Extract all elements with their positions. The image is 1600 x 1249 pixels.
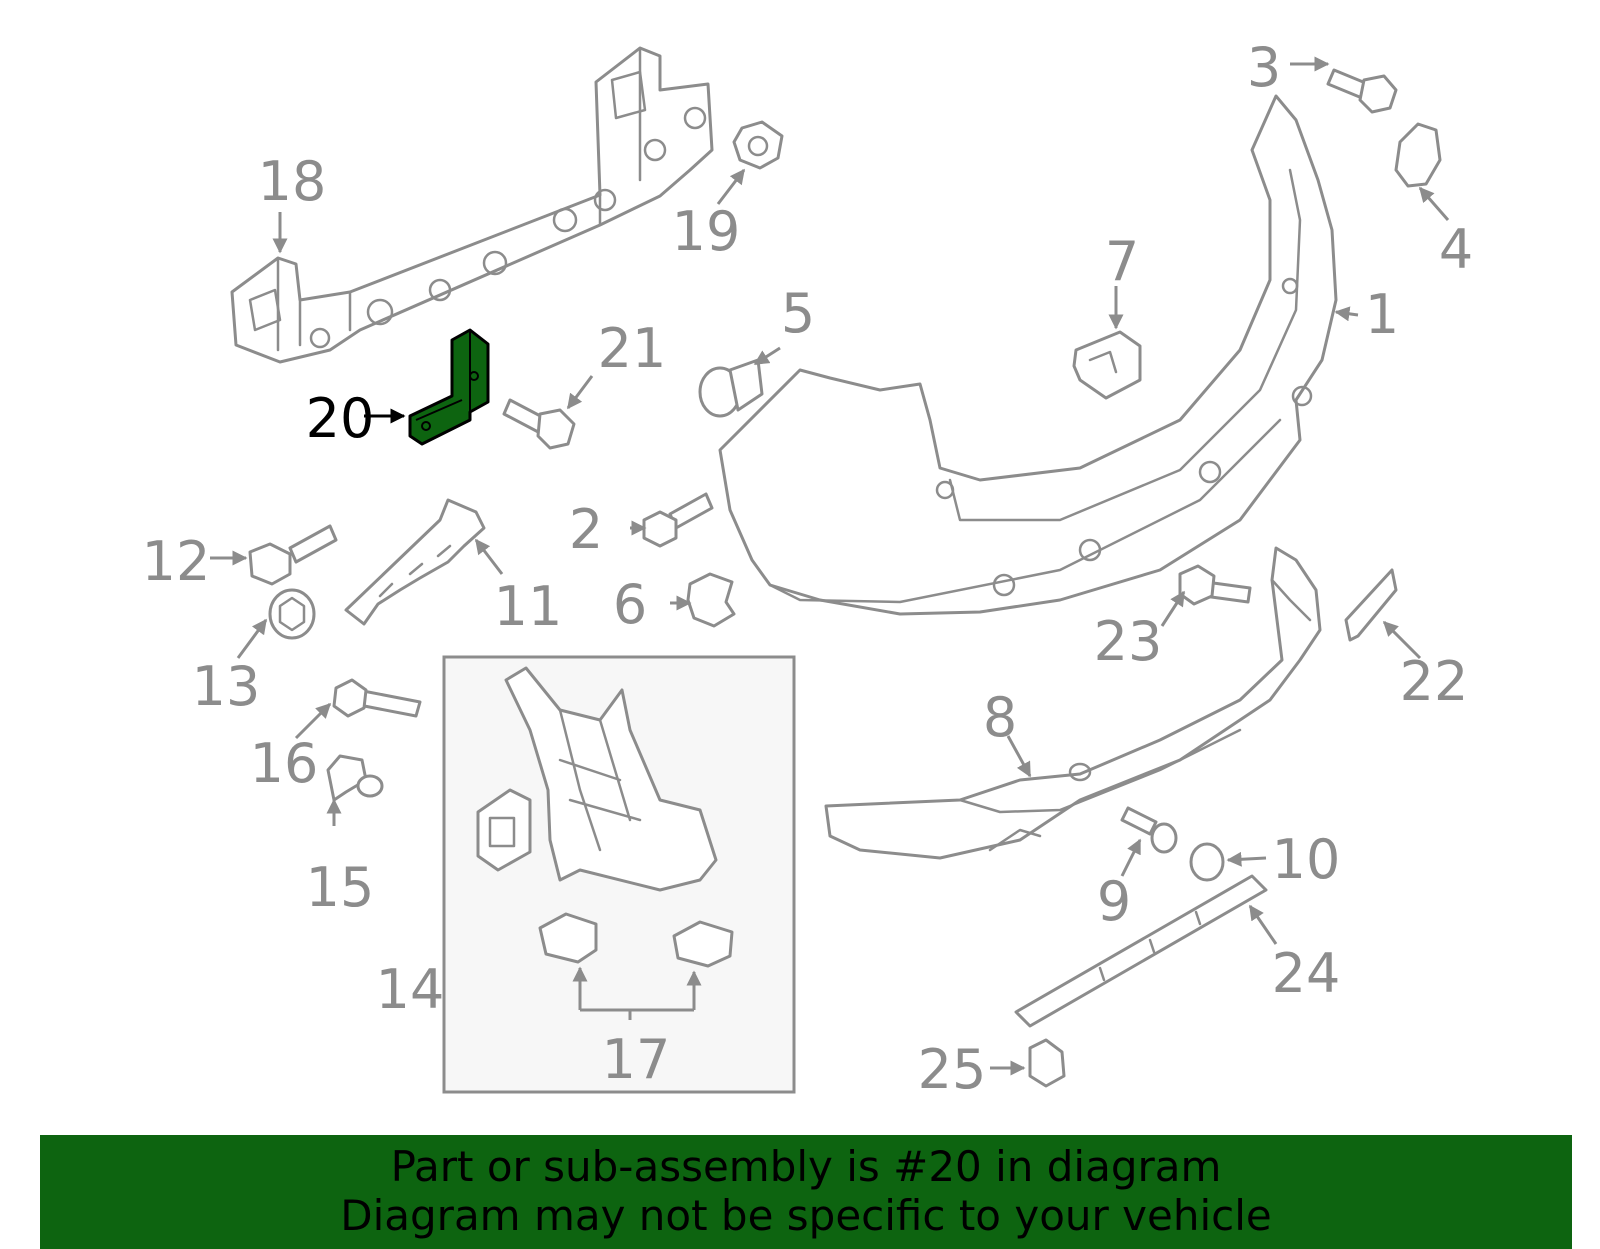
callout-23: 23 <box>1094 610 1163 673</box>
bolt[interactable] <box>1178 564 1252 606</box>
nut[interactable] <box>732 120 784 170</box>
callout-12: 12 <box>142 530 211 593</box>
callout-21: 21 <box>598 317 667 380</box>
callout-14: 14 <box>376 958 445 1021</box>
callout-5: 5 <box>781 282 815 345</box>
clip[interactable] <box>1028 1038 1066 1088</box>
bolt[interactable] <box>502 398 576 450</box>
callout-16: 16 <box>250 732 319 795</box>
lower-bracket[interactable] <box>1014 874 1268 1028</box>
tow-hook-cap[interactable] <box>1394 122 1442 188</box>
clip[interactable] <box>686 572 736 628</box>
callout-1: 1 <box>1365 283 1399 346</box>
nut[interactable] <box>268 588 316 640</box>
callout-19: 19 <box>672 200 741 263</box>
callout-11: 11 <box>494 575 563 638</box>
bracket-highlighted[interactable] <box>408 328 490 446</box>
callouts: 1 2 3 4 5 6 7 8 9 10 11 12 13 14 15 16 1… <box>142 36 1474 1101</box>
cap[interactable] <box>1189 842 1225 882</box>
tow-eye[interactable] <box>1120 806 1178 854</box>
bolt[interactable] <box>332 678 422 718</box>
callout-13: 13 <box>192 655 261 718</box>
callout-25: 25 <box>918 1038 987 1101</box>
impact-bar[interactable] <box>230 46 714 364</box>
callout-4: 4 <box>1439 218 1473 281</box>
callout-18: 18 <box>258 150 327 213</box>
bolt[interactable] <box>642 492 714 548</box>
banner-line-1: Part or sub-assembly is #20 in diagram <box>390 1142 1222 1191</box>
banner-line-2: Diagram may not be specific to your vehi… <box>340 1191 1272 1240</box>
callout-8: 8 <box>983 686 1017 749</box>
retainer-clip[interactable] <box>1072 330 1142 400</box>
callout-10: 10 <box>1272 828 1341 891</box>
clip-pair[interactable] <box>538 912 734 968</box>
leader-lines <box>210 56 1450 1076</box>
reflector[interactable] <box>1344 568 1398 642</box>
side-bracket[interactable] <box>344 498 486 626</box>
bumper-cover[interactable] <box>718 94 1338 616</box>
callout-24: 24 <box>1272 942 1341 1005</box>
lower-valance[interactable] <box>824 546 1322 860</box>
callout-9: 9 <box>1097 870 1131 933</box>
callout-2: 2 <box>569 498 603 561</box>
callout-3: 3 <box>1247 36 1281 99</box>
bolt[interactable] <box>248 524 338 586</box>
callout-22: 22 <box>1400 650 1469 713</box>
retainer-clip[interactable] <box>326 754 384 802</box>
callout-15: 15 <box>306 856 375 919</box>
callout-7: 7 <box>1105 230 1139 293</box>
bolt[interactable] <box>1326 68 1398 114</box>
push-pin[interactable] <box>698 358 764 418</box>
info-banner: Part or sub-assembly is #20 in diagram D… <box>40 1135 1572 1249</box>
callout-20: 20 <box>306 387 375 450</box>
callout-6: 6 <box>613 573 647 636</box>
bracket-assembly[interactable] <box>476 666 718 892</box>
callout-17: 17 <box>602 1028 671 1091</box>
